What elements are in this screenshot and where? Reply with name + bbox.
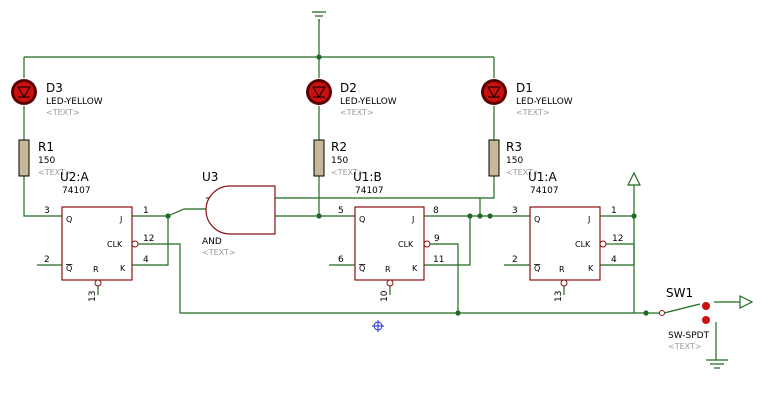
ff-pin-qbar-label: Q [66,264,72,273]
switch-sw1[interactable]: SW1 SW-SPDT <TEXT> [659,286,711,351]
resistor-placeholder: <TEXT> [506,168,540,177]
ff-pin-clk-label: CLK [107,240,123,249]
gate-value: AND [202,237,222,247]
resistor-r2[interactable]: R2 150 <TEXT> [313,139,365,177]
ff-pin-j-label: J [411,215,414,224]
led-d2[interactable]: D2 LED-YELLOW <TEXT> [306,79,397,117]
ff-pin-clk-number: 12 [612,234,623,244]
ff-ref: U1:B [353,170,382,184]
led-value: LED-YELLOW [340,97,397,107]
led-ref: D2 [340,81,357,95]
resistor-ref: R2 [331,140,347,154]
ff-ref: U2:A [60,170,89,184]
resistor-value: 150 [38,156,55,166]
ff-ref: U1:A [528,170,557,184]
ff-pin-q-label: Q [359,215,365,224]
led-d1[interactable]: D1 LED-YELLOW <TEXT> [481,79,573,117]
ff-pin-k-label: K [412,264,418,273]
ground-symbol-top [312,11,326,21]
power-terminal-icon [627,171,641,186]
led-placeholder: <TEXT> [340,108,374,117]
ff-pin-clk-number: 9 [434,234,440,244]
ff-pin-r-label: R [385,265,391,274]
resistor-placeholder: <TEXT> [331,168,365,177]
led-d3[interactable]: D3 LED-YELLOW <TEXT> [11,79,103,117]
switch-contact-icon [702,316,710,324]
ff-pin-r-number: 10 [380,290,390,302]
ff-pin-qbar-number: 2 [44,255,50,265]
ff-pin-j-number: 1 [611,206,617,216]
flipflop-u1b[interactable]: U1:B 74107 Q J CLK K Q R 5 8 9 11 6 10 [338,170,444,302]
ff-pin-q-label: Q [534,215,540,224]
ff-value: 74107 [62,186,91,196]
ff-pin-r-label: R [93,265,99,274]
ff-pin-k-label: K [120,264,126,273]
ff-pin-q-number: 3 [512,206,518,216]
ff-pin-q-number: 3 [44,206,50,216]
ff-pin-clk-label: CLK [398,240,414,249]
flipflop-u1a[interactable]: U1:A 74107 Q J CLK K Q R 3 1 12 4 2 13 [512,170,623,302]
ff-pin-r-label: R [559,265,565,274]
led-value: LED-YELLOW [516,97,573,107]
ff-pin-qbar-label: Q [359,264,365,273]
wires [23,11,754,369]
ff-pin-j-number: 8 [433,206,439,216]
ff-pin-k-number: 4 [143,255,149,265]
gate-ref: U3 [202,170,218,184]
resistor-value: 150 [506,156,523,166]
led-placeholder: <TEXT> [516,108,550,117]
ground-symbol-bottom [706,359,728,369]
ff-pin-qbar-number: 2 [512,255,518,265]
led-diode-icon [312,86,326,98]
and-gate-u3[interactable]: U3 AND <TEXT> [202,170,276,257]
resistor-r1[interactable]: R1 150 <TEXT> [18,139,72,177]
ff-pin-j-number: 1 [143,206,149,216]
switch-placeholder: <TEXT> [668,342,702,351]
output-terminal-icon [739,295,754,309]
resistor-ref: R3 [506,140,522,154]
led-diode-icon [17,86,31,98]
ff-pin-j-label: J [587,215,590,224]
led-diode-icon [487,86,501,98]
resistor-r3[interactable]: R3 150 <TEXT> [488,139,540,177]
ff-pin-qbar-number: 6 [338,255,344,265]
ff-pin-k-label: K [588,264,594,273]
junctions [165,54,649,316]
led-value: LED-YELLOW [46,97,103,107]
gate-placeholder: <TEXT> [202,248,236,257]
ff-pin-j-label: J [119,215,122,224]
ff-pin-qbar-label: Q [534,264,540,273]
ff-pin-k-number: 4 [611,255,617,265]
flipflop-u2a[interactable]: U2:A 74107 Q J CLK K Q R 3 1 12 4 2 13 [44,170,154,302]
origin-marker-icon [372,320,384,332]
switch-value: SW-SPDT [668,331,710,341]
ff-pin-r-number: 13 [554,291,564,302]
resistor-placeholder: <TEXT> [38,168,72,177]
ff-value: 74107 [355,186,384,196]
ff-pin-clk-number: 12 [143,234,154,244]
switch-contact-icon [702,302,710,310]
ff-pin-r-number: 13 [88,291,98,302]
resistor-ref: R1 [38,140,54,154]
ff-pin-k-number: 11 [433,255,444,265]
switch-ref: SW1 [666,286,693,300]
led-ref: D1 [516,81,533,95]
and-gate-icon [205,185,276,235]
resistor-value: 150 [331,156,348,166]
ff-value: 74107 [530,186,559,196]
ff-pin-clk-label: CLK [575,240,591,249]
ff-pin-q-label: Q [66,215,72,224]
led-placeholder: <TEXT> [46,108,80,117]
ff-pin-q-number: 5 [338,206,344,216]
led-ref: D3 [46,81,63,95]
